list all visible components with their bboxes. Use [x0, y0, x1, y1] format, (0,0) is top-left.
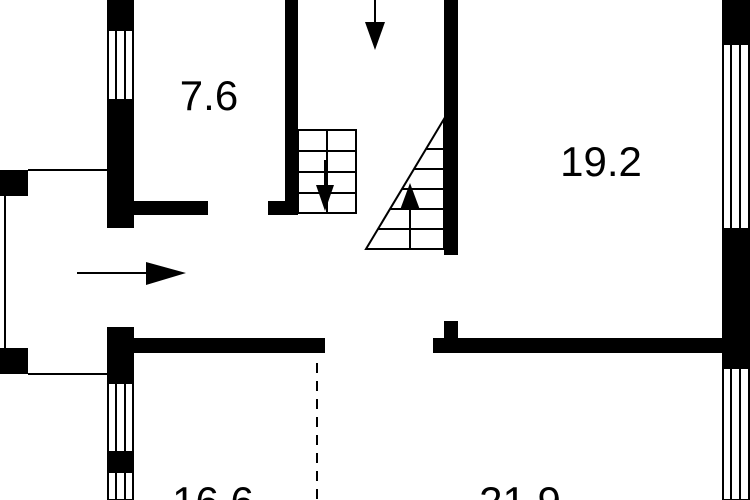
- room-small-area: 7.6: [180, 72, 238, 119]
- wall-bottom-left-top: [107, 338, 325, 353]
- wall-stub: [444, 321, 458, 353]
- window-right-bottom: [722, 367, 750, 500]
- wall-small-room-bottom-left: [134, 201, 208, 215]
- arrow-down-icon: [316, 160, 334, 211]
- arrow-right-entry-icon: [77, 262, 186, 285]
- room-bottom-left-area: 16.6: [172, 478, 254, 500]
- stair-triangular: [364, 115, 445, 250]
- wall-room-right-left: [444, 0, 458, 255]
- wall-left-mid: [107, 100, 134, 228]
- wall-right-top: [722, 0, 750, 44]
- arrow-up-icon: [400, 183, 420, 249]
- window-left-bottom: [107, 471, 134, 500]
- room-right-area: 19.2: [560, 138, 642, 185]
- wall-small-room-right: [285, 0, 298, 215]
- wall-bottom-right-top: [433, 338, 750, 353]
- window-left-lower: [107, 382, 134, 453]
- room-bottom-right-area: 21.9: [479, 478, 561, 500]
- window-left-upper: [107, 29, 134, 101]
- porch-post-top: [0, 170, 28, 196]
- window-right-top: [722, 43, 750, 230]
- windows: [107, 29, 750, 500]
- wall-left-bottom: [107, 452, 134, 472]
- arrow-down-entry-icon: [365, 0, 385, 50]
- wall-left-upper: [107, 0, 134, 30]
- porch: [4, 169, 107, 375]
- porch-post-bottom: [0, 348, 28, 374]
- wall-left-lower: [107, 327, 134, 383]
- walls: [0, 0, 750, 472]
